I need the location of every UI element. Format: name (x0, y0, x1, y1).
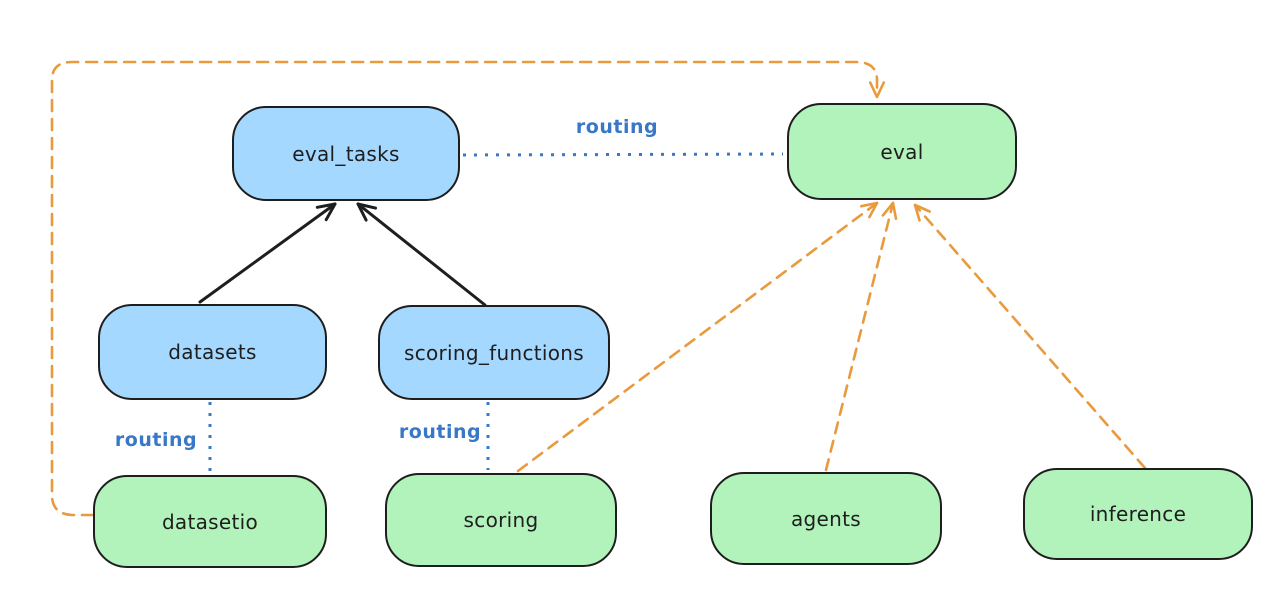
node-scoring-functions: scoring_functions (378, 305, 610, 400)
arrowhead-scoring-to-eval (860, 201, 879, 219)
edge-datasetio-to-eval (50, 60, 879, 517)
edge-label-routing-datasets-to-datasetio: routing (114, 429, 198, 451)
arrowhead-datasets-to-eval-tasks (315, 202, 337, 222)
edge-inference-to-eval (913, 203, 1147, 470)
edge-agents-to-eval (824, 201, 895, 472)
edge-routing-eval-tasks-to-eval (462, 152, 784, 157)
node-eval-tasks-label: eval_tasks (292, 141, 400, 166)
node-inference: inference (1023, 468, 1253, 560)
edge-label-routing-scoring-functions-to-scoring: routing (398, 421, 482, 443)
node-eval-label: eval (880, 139, 924, 164)
arrowhead-scoring-functions-to-eval-tasks (356, 202, 377, 222)
node-scoring-functions-label: scoring_functions (403, 340, 585, 365)
edge-datasets-to-eval-tasks (198, 202, 337, 304)
edge-label-routing-eval-tasks-to-eval: routing (575, 116, 659, 138)
node-datasetio: datasetio (93, 475, 327, 568)
node-agents-label: agents (791, 506, 861, 531)
node-datasetio-label: datasetio (161, 509, 259, 534)
node-agents: agents (710, 472, 942, 565)
node-datasets: datasets (98, 304, 327, 400)
arrowhead-datasetio-to-eval (868, 81, 886, 99)
edge-scoring-functions-to-eval-tasks (356, 202, 487, 307)
node-scoring-label: scoring (463, 508, 539, 532)
arrowhead-inference-to-eval (913, 203, 931, 222)
arrowhead-agents-to-eval (881, 201, 898, 220)
node-datasets-label: datasets (168, 340, 257, 364)
node-scoring: scoring (385, 473, 617, 567)
node-eval-tasks: eval_tasks (232, 106, 460, 201)
node-eval: eval (787, 103, 1017, 200)
node-inference-label: inference (1089, 502, 1187, 526)
